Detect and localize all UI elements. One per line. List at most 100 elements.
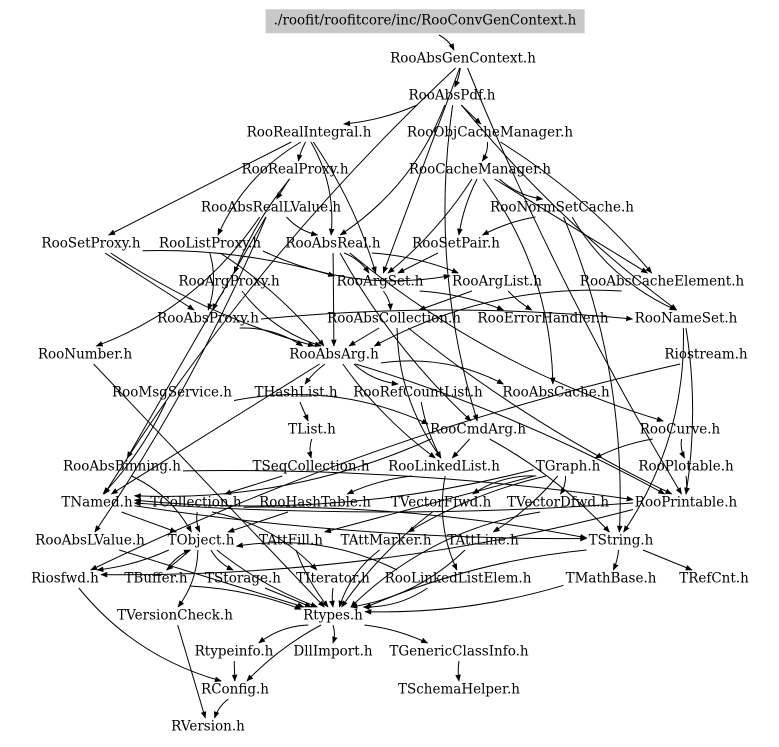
graph-node-rooargproxy[interactable]: RooArgProxy.h	[178, 273, 280, 290]
edge-tnamed-to-tobject	[121, 511, 178, 533]
edge-rooargproxy-to-rooabsarg	[241, 290, 322, 347]
graph-node-tgraph[interactable]: TGraph.h	[535, 458, 601, 475]
edge-tstorage-to-rtypes	[264, 587, 312, 608]
graph-node-tgenericclassinfo[interactable]: TGenericClassInfo.h	[389, 643, 529, 660]
graph-node-rooargset[interactable]: RooArgSet.h	[336, 273, 424, 290]
edge-roolistproxy-to-rooabsproxy	[207, 252, 215, 311]
graph-node-roonumber[interactable]: RooNumber.h	[37, 346, 133, 363]
graph-node-roonameset[interactable]: RooNameSet.h	[634, 310, 738, 327]
edge-titerator-to-rtypes	[329, 587, 335, 608]
graph-node-rtypes[interactable]: Rtypes.h	[303, 607, 363, 624]
graph-node-tcollection[interactable]: TCollection.h	[150, 494, 242, 511]
graph-node-roosetproxy[interactable]: RooSetProxy.h	[41, 235, 141, 252]
edge-rooabscollection-to-roolinkedlist	[396, 327, 442, 459]
edge-tseqcollection-to-tcollection	[224, 475, 283, 495]
graph-node-rooabscollection[interactable]: RooAbsCollection.h	[327, 310, 461, 327]
graph-node-root[interactable]: ./roofit/roofitcore/inc/RooConvGenContex…	[265, 9, 585, 33]
graph-node-rooabscacheelement[interactable]: RooAbsCacheElement.h	[579, 273, 745, 290]
graph-node-rooplotable[interactable]: RooPlotable.h	[638, 458, 734, 475]
graph-node-rtypeinfo[interactable]: Rtypeinfo.h	[194, 643, 274, 660]
graph-node-dllimport[interactable]: DllImport.h	[293, 643, 373, 660]
graph-node-roomsgservice[interactable]: RooMsgService.h	[112, 384, 232, 401]
graph-node-titerator[interactable]: TIterator.h	[296, 570, 370, 587]
edge-rooabsreal-to-rooarglist	[371, 252, 459, 274]
graph-node-trefcnt[interactable]: TRefCnt.h	[679, 570, 749, 587]
edge-rooabscollection-to-rooprintable	[407, 327, 673, 495]
graph-node-tseqcollection[interactable]: TSeqCollection.h	[252, 458, 370, 475]
edge-rooabsreallvalue-to-roonumber	[95, 216, 261, 347]
graph-node-roocurve[interactable]: RooCurve.h	[639, 421, 721, 438]
graph-node-rooobjcachemanager[interactable]: RooObjCacheManager.h	[406, 124, 574, 141]
edge-roocachemanager-to-rooabscacheelement	[494, 178, 648, 274]
edge-tattfill-to-rtypes	[295, 549, 329, 608]
edge-tcollection-to-titerator	[212, 511, 318, 571]
graph-node-tvectorffwd[interactable]: TVectorFfwd.h	[390, 494, 492, 511]
edge-rooargset-to-rooabscollection	[383, 290, 394, 311]
graph-node-tstring[interactable]: TString.h	[588, 532, 654, 549]
graph-node-rooerrorhandler[interactable]: RooErrorHandler.h	[477, 310, 609, 327]
graph-node-tvectordfwd[interactable]: TVectorDfwd.h	[506, 494, 610, 511]
graph-node-rooarglist[interactable]: RooArgList.h	[452, 273, 542, 290]
edge-rooabsgencontext-to-rooprintable	[467, 67, 682, 495]
edge-tstring-to-trefcnt	[642, 549, 693, 571]
graph-node-tstorage[interactable]: TStorage.h	[205, 570, 281, 587]
edge-rooabspdf-to-roonameset	[461, 104, 678, 311]
edge-rtypes-to-dllimport	[332, 624, 338, 644]
graph-node-rooabsbinning[interactable]: RooAbsBinning.h	[62, 458, 182, 475]
graph-node-rooabsreal[interactable]: RooAbsReal.h	[285, 235, 381, 252]
edge-roocachemanager-to-roosetpair	[457, 178, 478, 236]
graph-node-rversion[interactable]: RVersion.h	[171, 718, 245, 735]
edge-tgraph-to-tattmarker	[407, 475, 547, 533]
graph-node-rooabsgencontext[interactable]: RooAbsGenContext.h	[390, 50, 536, 67]
graph-node-tversioncheck[interactable]: TVersionCheck.h	[117, 607, 233, 624]
graph-node-roocachemanager[interactable]: RooCacheManager.h	[408, 161, 552, 178]
graph-node-tattfill[interactable]: TAttFill.h	[259, 532, 323, 549]
graph-node-roocmdarg[interactable]: RooCmdArg.h	[429, 421, 527, 438]
graph-node-roonormsetcache[interactable]: RooNormSetCache.h	[490, 199, 634, 216]
edge-rooabscollection-to-rooabsarg	[348, 327, 380, 347]
graph-node-rooabsproxy[interactable]: RooAbsProxy.h	[157, 310, 259, 327]
edge-rooabscacheelement-to-rooabsarg	[373, 289, 622, 347]
edge-rooabsproxy-to-roonameset	[260, 309, 634, 322]
edge-root-to-rooabsgencontext	[438, 34, 455, 51]
graph-node-tbuffer[interactable]: TBuffer.h	[124, 570, 188, 587]
graph-node-thashlist[interactable]: THashList.h	[254, 384, 338, 401]
edge-tversioncheck-to-rversion	[177, 624, 207, 719]
graph-node-roolistproxy[interactable]: RooListProxy.h	[158, 235, 262, 252]
edge-tgraph-to-tvectorffwd	[472, 475, 537, 495]
edge-rooabsgencontext-to-tnamed	[103, 67, 456, 495]
graph-node-tlist[interactable]: TList.h	[288, 421, 336, 438]
graph-node-tattline[interactable]: TAttLine.h	[447, 532, 519, 549]
graph-node-roosetpair[interactable]: RooSetPair.h	[412, 235, 500, 252]
graph-node-roohashtable[interactable]: RooHashTable.h	[259, 494, 371, 511]
graph-node-roorealproxy[interactable]: RooRealProxy.h	[241, 161, 349, 178]
graph-node-roolinkedlistelem[interactable]: RooLinkedListElem.h	[384, 570, 532, 587]
graph-node-riosfwd[interactable]: Riosfwd.h	[31, 570, 99, 587]
graph-node-roorefcountlist[interactable]: RooRefCountList.h	[353, 384, 483, 401]
graph-node-rooabsarg[interactable]: RooAbsArg.h	[289, 346, 379, 363]
graph-node-tattmarker[interactable]: TAttMarker.h	[340, 532, 432, 549]
graph-node-tschemahelper[interactable]: TSchemaHelper.h	[397, 681, 521, 698]
graph-node-rooabscache[interactable]: RooAbsCache.h	[502, 384, 610, 401]
graph-node-rconfig[interactable]: RConfig.h	[201, 681, 269, 698]
edge-rooabsgencontext-to-rooargset	[382, 67, 461, 274]
edge-tcollection-to-tstring	[243, 506, 588, 540]
graph-node-tmathbase[interactable]: TMathBase.h	[565, 570, 657, 587]
graph-node-rooabspdf[interactable]: RooAbsPdf.h	[408, 87, 496, 104]
graph-node-roolinkedlist[interactable]: RooLinkedList.h	[388, 458, 500, 475]
edge-tstring-to-tmathbase	[612, 549, 620, 571]
graph-node-rooprintable[interactable]: RooPrintable.h	[634, 494, 738, 511]
edge-rooprintable-to-tnamed	[133, 500, 634, 513]
edge-tattmarker-to-rtypes	[338, 549, 380, 608]
graph-node-roorealintegral[interactable]: RooRealIntegral.h	[246, 124, 372, 141]
graph-node-rooabsreallvalue[interactable]: RooAbsRealLValue.h	[200, 199, 342, 216]
edge-rooabsarg-to-rooabscache	[380, 360, 505, 385]
graph-node-tobject[interactable]: TObject.h	[167, 532, 235, 549]
edge-thashlist-to-tlist	[299, 401, 309, 422]
edge-roocmdarg-to-roolinkedlist	[451, 438, 471, 459]
graph-node-rooabslvalue[interactable]: RooAbsLValue.h	[35, 532, 145, 549]
graph-node-tnamed[interactable]: TNamed.h	[61, 494, 133, 511]
graph-node-riostream[interactable]: Riostream.h	[664, 346, 748, 363]
edge-rooarglist-to-rooabscollection	[418, 290, 473, 311]
edge-roonormsetcache-to-tstring	[563, 216, 623, 533]
